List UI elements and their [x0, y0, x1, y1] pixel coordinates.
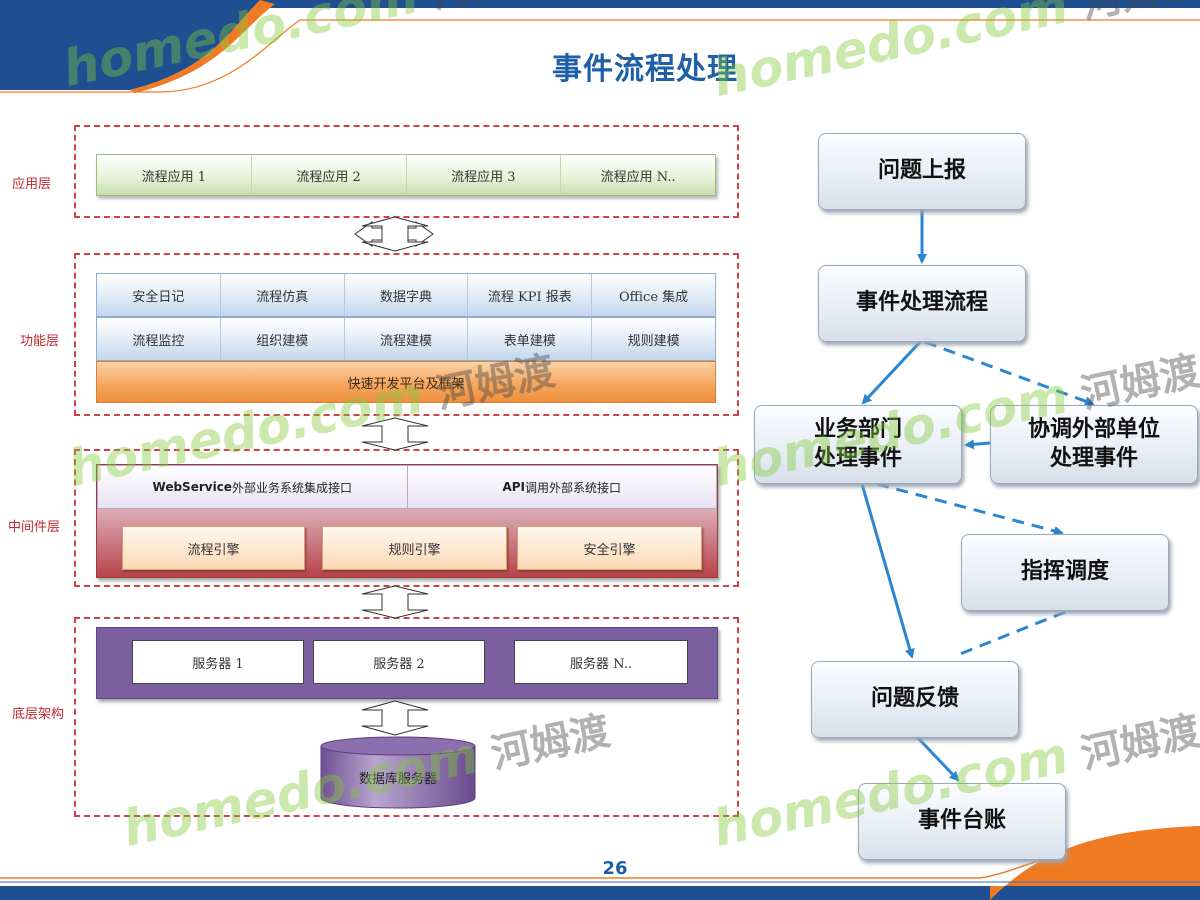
middleware-layer-frame [74, 449, 739, 587]
app-layer-frame [74, 125, 739, 218]
updown-arrow-icon [361, 700, 429, 736]
process-engine: 流程引擎 [122, 526, 305, 570]
business-dept-line2: 处理事件 [813, 445, 902, 471]
function-item: 流程仿真 [221, 274, 345, 316]
external-unit-line2: 处理事件 [1049, 445, 1138, 471]
app-item: 流程应用 2 [252, 155, 407, 195]
base-layer-label: 底层架构 [12, 707, 65, 722]
webservice-label: WebService [152, 480, 232, 494]
function-item: Office 集成 [619, 289, 689, 305]
external-unit-line1: 协调外部单位 [1027, 416, 1160, 442]
webservice-interface: WebService 外部业务系统集成接口 [98, 466, 408, 508]
app-layer-label: 应用层 [12, 177, 52, 192]
node-business-dept: 业务部门 处理事件 [754, 405, 962, 484]
function-item: 流程 KPI 报表 [468, 274, 593, 316]
function-row-1: 安全日记 流程仿真 数据字典 流程 KPI 报表 Office 集成 [96, 273, 716, 317]
server-item: 服务器 2 [313, 640, 485, 684]
function-layer-frame [74, 253, 739, 416]
api-label: API [502, 480, 526, 494]
function-item: 数据字典 [345, 274, 469, 316]
node-ledger: 事件台账 [858, 783, 1066, 860]
page-number: 26 [602, 858, 628, 879]
function-item: 规则建模 [627, 333, 680, 349]
security-engine: 安全引擎 [517, 526, 702, 570]
function-item: 组织建模 [221, 318, 345, 360]
updown-arrow-icon [361, 585, 429, 619]
node-feedback: 问题反馈 [811, 661, 1019, 738]
node-dispatch: 指挥调度 [961, 534, 1169, 611]
updown-arrow-icon [361, 417, 429, 451]
node-event-process: 事件处理流程 [818, 265, 1026, 342]
function-item: 流程建模 [345, 318, 469, 360]
updown-arrow-icon [361, 216, 429, 252]
dev-platform-bar: 快速开发平台及框架 [96, 361, 716, 403]
app-bar: 流程应用 1 流程应用 2 流程应用 3 流程应用 N.. [96, 154, 716, 196]
function-item: 流程监控 [97, 318, 221, 360]
database-cylinder-icon [320, 736, 476, 809]
app-item: 流程应用 3 [407, 155, 562, 195]
page-title: 事件流程处理 [552, 52, 738, 87]
base-layer-frame [74, 617, 739, 817]
middleware-interfaces: WebService 外部业务系统集成接口 API 调用外部系统接口 [97, 465, 717, 509]
business-dept-line1: 业务部门 [813, 416, 902, 442]
app-item: 流程应用 N.. [600, 169, 676, 185]
node-problem-report: 问题上报 [818, 133, 1026, 210]
function-layer-label: 功能层 [20, 334, 60, 349]
middleware-layer-label: 中间件层 [8, 520, 61, 535]
function-item: 表单建模 [468, 318, 593, 360]
function-item: 安全日记 [97, 274, 221, 316]
function-row-2: 流程监控 组织建模 流程建模 表单建模 规则建模 [96, 317, 716, 361]
node-external-unit: 协调外部单位 处理事件 [990, 405, 1198, 484]
server-item: 服务器 1 [132, 640, 304, 684]
api-desc: 调用外部系统接口 [525, 480, 622, 495]
api-interface: API 调用外部系统接口 [408, 466, 717, 508]
rule-engine: 规则引擎 [322, 526, 507, 570]
database-label: 数据库服务器 [358, 772, 437, 787]
server-item: 服务器 N.. [514, 640, 688, 684]
app-item: 流程应用 1 [97, 155, 252, 195]
webservice-desc: 外部业务系统集成接口 [231, 480, 352, 495]
